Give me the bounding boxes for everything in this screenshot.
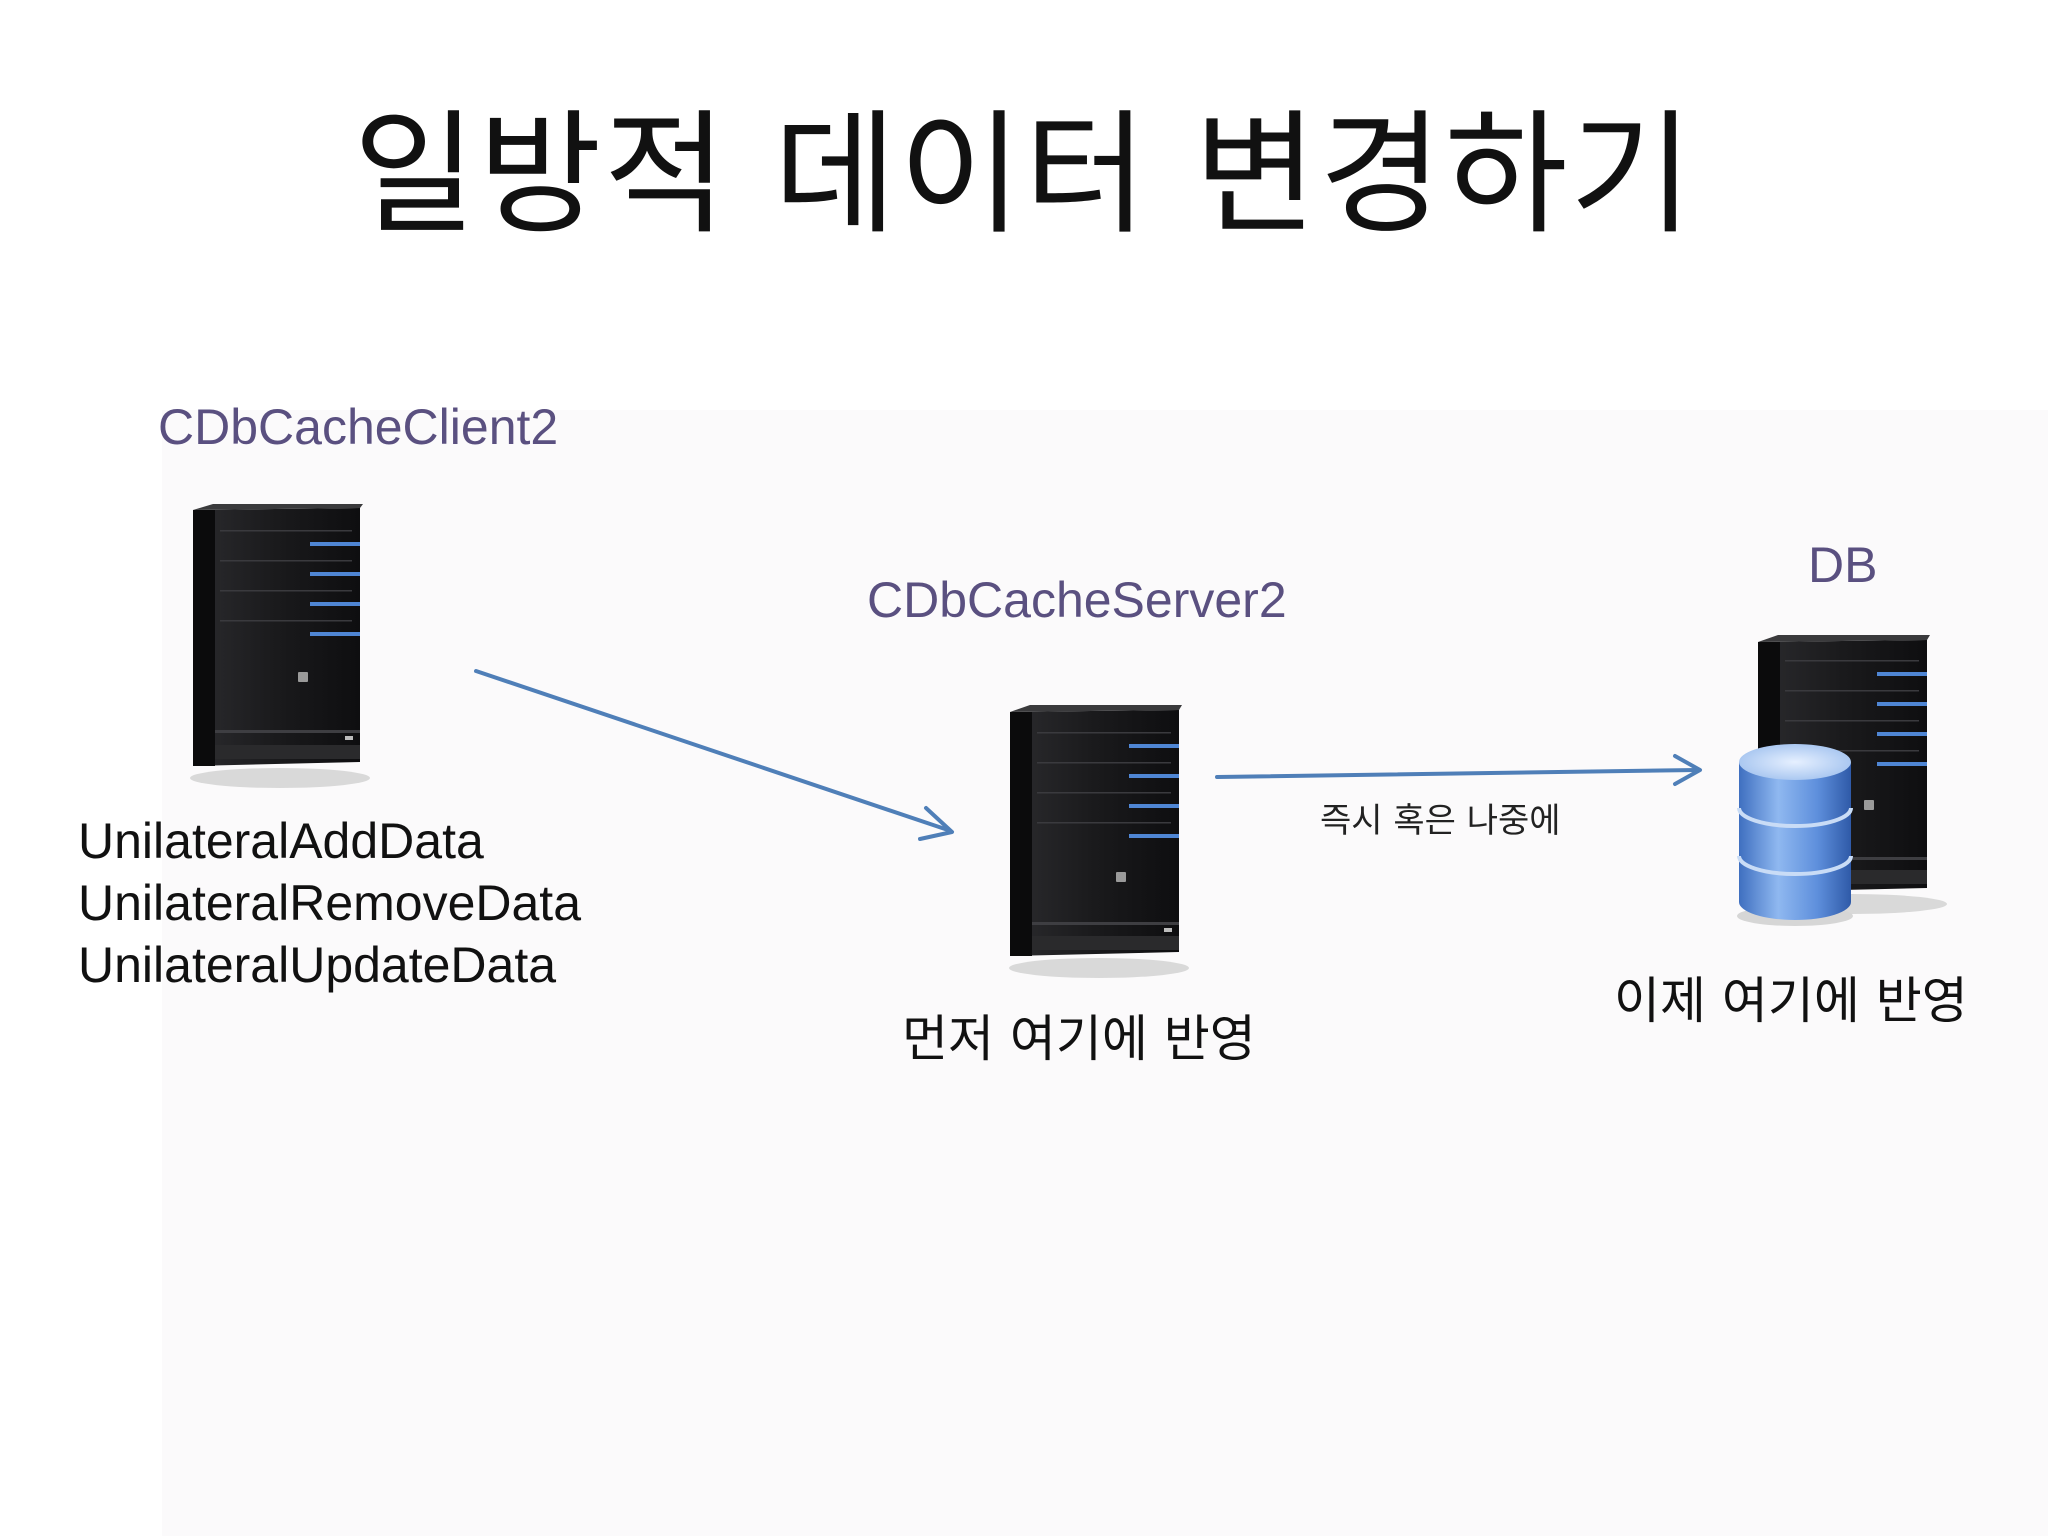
client-server-icon: [185, 500, 375, 790]
arrow-server-to-db: [1215, 754, 1702, 786]
operation-item: UnilateralRemoveData: [78, 875, 582, 931]
db-caption: 이제 여기에 반영: [1614, 972, 1968, 1030]
server-label: CDbCacheServer2: [867, 572, 1287, 628]
operations-list: UnilateralAddData UnilateralRemoveData U…: [78, 810, 581, 996]
client-label: CDbCacheClient2: [158, 399, 559, 455]
operation-item: UnilateralAddData: [78, 813, 484, 869]
edge-label-server-to-db: 즉시 혹은 나중에: [1320, 801, 1561, 841]
server-tower-icon: [1004, 700, 1194, 980]
server-caption: 먼저 여기에 반영: [902, 1010, 1256, 1068]
operation-item: UnilateralUpdateData: [78, 937, 557, 993]
arrow-client-to-server: [474, 669, 954, 841]
slide-title: 일방적 데이터 변경하기: [353, 97, 1695, 253]
db-label: DB: [1808, 537, 1878, 593]
database-cylinder-icon: [1735, 738, 1855, 928]
